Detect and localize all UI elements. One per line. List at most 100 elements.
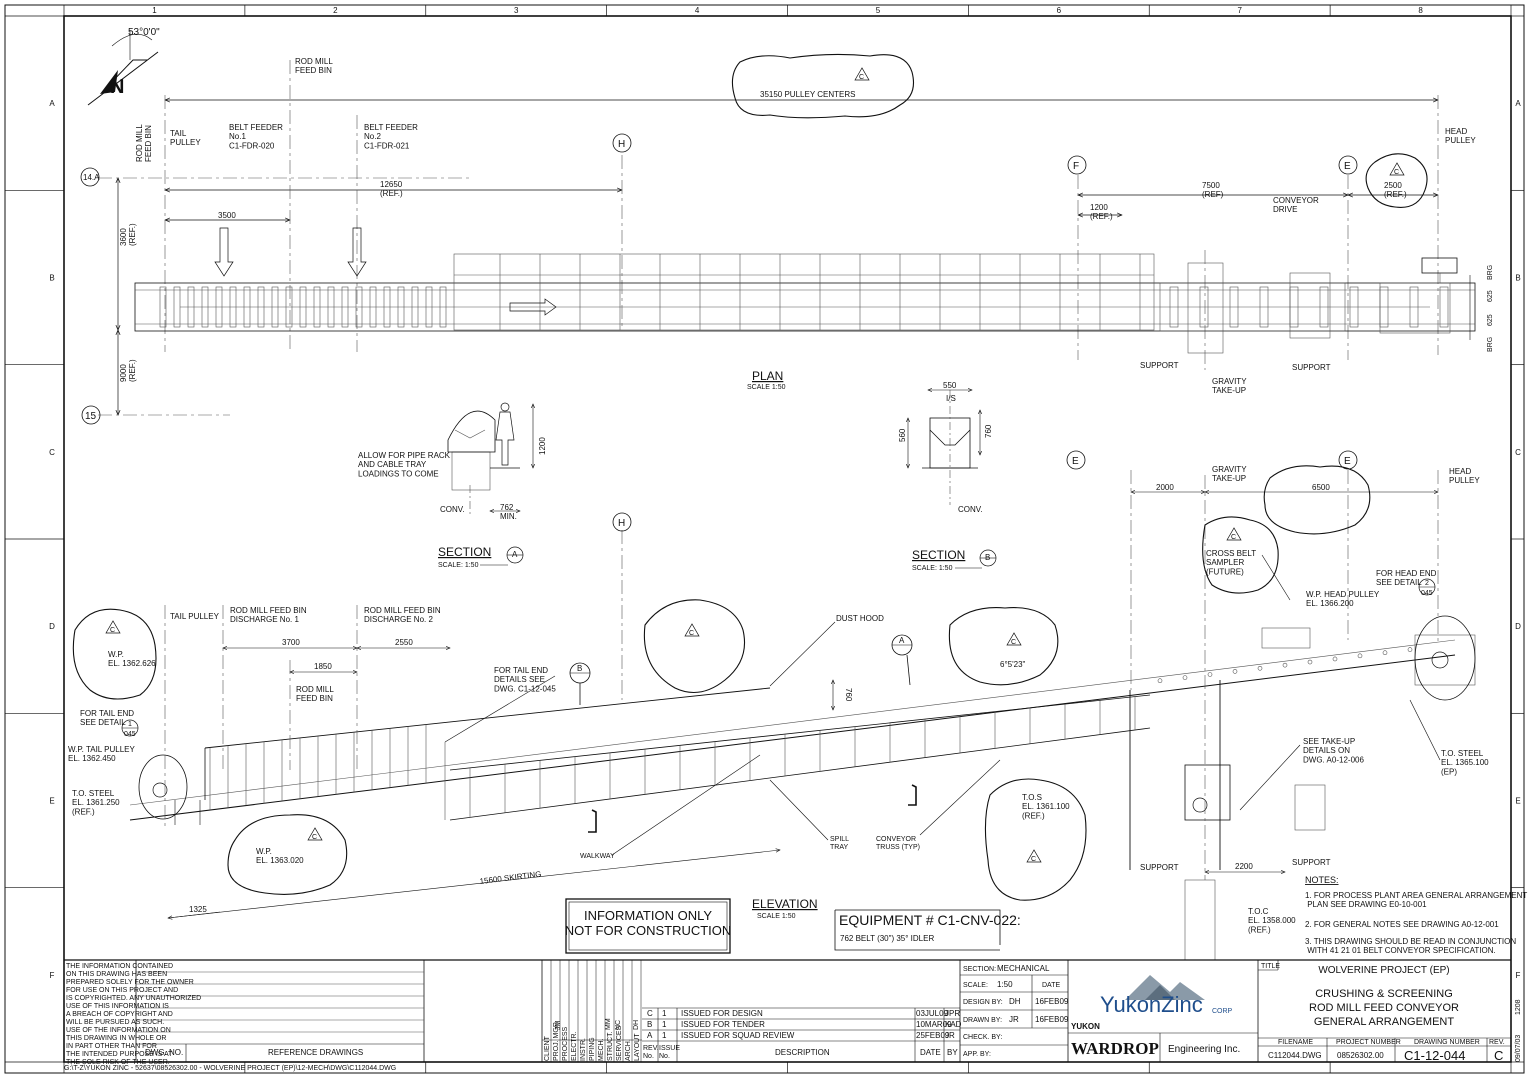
grid-row-label: C xyxy=(1515,448,1521,457)
equipment-spec: 762 BELT (30") 35° IDLER xyxy=(840,934,934,943)
grid-row-label: F xyxy=(50,971,55,980)
rev-triangle-c: C xyxy=(1011,639,1016,646)
elevation-scale: SCALE 1:50 xyxy=(757,913,796,920)
grid-column-label: 3 xyxy=(514,6,519,15)
grid-bubble-e: E xyxy=(1344,456,1351,467)
rev-label: REV. xyxy=(1489,1039,1505,1046)
drawing-number-value: C1-12-044 xyxy=(1404,1048,1465,1063)
filename-value: C112044.DWG xyxy=(1268,1051,1322,1060)
side-date: 09/07/03 xyxy=(1515,1035,1522,1062)
idler-frame xyxy=(299,286,307,328)
grid-column-label: 8 xyxy=(1418,6,1423,15)
approval-initials: JM xyxy=(555,1021,562,1031)
section-b-title: SECTION xyxy=(912,548,965,562)
idler xyxy=(1282,662,1288,668)
rev-row-b-issue: 1 xyxy=(662,1020,667,1029)
notes-block: NOTES: 1. FOR PROCESS PLANT AREA GENERAL… xyxy=(1305,875,1527,955)
discipline-label: STRUCT. xyxy=(607,1031,614,1061)
elevation-title: ELEVATION xyxy=(752,897,818,911)
section-field-value: MECHANICAL xyxy=(997,964,1050,973)
elevation-view: H E E B A C C C xyxy=(72,450,1476,961)
dim-3600: 3600(REF.) xyxy=(119,223,137,246)
idler xyxy=(1332,656,1338,662)
idler-frame xyxy=(243,286,251,328)
discipline-label: INSTR. xyxy=(580,1038,587,1061)
scale-field-value: 1:50 xyxy=(997,980,1013,989)
dim-1200: 1200 xyxy=(538,437,547,455)
rev-row-a-by: JR xyxy=(945,1031,955,1040)
project-number-label: PROJECT NUMBER xyxy=(1336,1039,1401,1046)
grid-column-label: 1 xyxy=(152,6,157,15)
detail-sheet: 045 xyxy=(124,731,136,738)
idler xyxy=(1307,659,1313,665)
wardrop-logo: WARDROP xyxy=(1071,1039,1159,1058)
dim-560: 560 xyxy=(898,428,907,442)
rev-row-c-issue: 1 xyxy=(662,1009,667,1018)
discipline-label: LAYOUT xyxy=(634,1033,641,1061)
drawing-title-1: CRUSHING & SCREENING xyxy=(1315,988,1453,1000)
idler-frame xyxy=(215,286,223,328)
grid-bubble-e: E xyxy=(1344,161,1351,172)
drawing-title-3: GENERAL ARRANGEMENT xyxy=(1314,1016,1454,1028)
idler-frame xyxy=(313,286,321,328)
north-letter: N xyxy=(110,76,124,98)
discipline-label: CLIENT xyxy=(544,1035,551,1061)
grid-column-label: 5 xyxy=(876,6,881,15)
grid-row-label: A xyxy=(49,99,55,108)
rev-row-b-desc: ISSUED FOR TENDER xyxy=(681,1020,765,1029)
note-3: 3. THIS DRAWING SHOULD BE READ IN CONJUN… xyxy=(1305,937,1516,955)
idler xyxy=(1357,653,1363,659)
dim-12650: 12650(REF.) xyxy=(380,180,403,198)
note-2: 2. FOR GENERAL NOTES SEE DRAWING A0-12-0… xyxy=(1305,920,1499,929)
grid-bubble-h: H xyxy=(618,518,625,529)
rev-triangle-c: C xyxy=(859,74,864,81)
idler-frame xyxy=(1289,286,1299,328)
side-code: 1208 xyxy=(1515,999,1522,1015)
idler-frame xyxy=(187,286,195,328)
grid-column-label: 6 xyxy=(1057,6,1062,15)
rev-row-c-date: 03JUL09 xyxy=(916,1009,949,1018)
pulley-centers-dim: 35150 PULLEY CENTERS xyxy=(760,90,855,99)
approval-initials: NC xyxy=(615,1020,622,1030)
angle-label: 6°5'23" xyxy=(1000,660,1026,669)
rev-col-header: REV.No. xyxy=(643,1045,659,1060)
title-field-label: TITLE xyxy=(1261,963,1280,970)
grid-column-label: 4 xyxy=(695,6,700,15)
idler-frame xyxy=(229,286,237,328)
rev-triangle-c: C xyxy=(1394,169,1399,176)
support-label: SUPPORT xyxy=(1292,858,1331,867)
dim-760: 760 xyxy=(984,424,993,438)
date-col-header: DATE xyxy=(920,1048,941,1057)
is-label: I/S xyxy=(946,394,956,403)
section-a-scale: SCALE: 1:50 xyxy=(438,562,479,569)
rev-triangle-c: C xyxy=(1231,534,1236,541)
grid-bubble-14a: 14.A xyxy=(83,173,100,182)
idler-frame xyxy=(1199,286,1209,328)
section-tag-a: A xyxy=(512,550,518,559)
drawing-title-2: ROD MILL FEED CONVEYOR xyxy=(1309,1002,1459,1014)
dim-1325: 1325 xyxy=(189,905,207,914)
section-a xyxy=(447,402,533,566)
idler-frame xyxy=(439,286,447,328)
section-tag-b: B xyxy=(985,553,990,562)
support-label: SUPPORT xyxy=(1140,863,1179,872)
wp-elevation-2: W.P.EL. 1363.020 xyxy=(256,847,304,865)
grid-bubble-h: H xyxy=(618,139,625,150)
idler-frame xyxy=(397,286,405,328)
app-field-label: APP. BY: xyxy=(963,1051,991,1058)
design-field-value: DH xyxy=(1009,997,1021,1006)
north-angle: 53°0'0" xyxy=(128,27,160,38)
